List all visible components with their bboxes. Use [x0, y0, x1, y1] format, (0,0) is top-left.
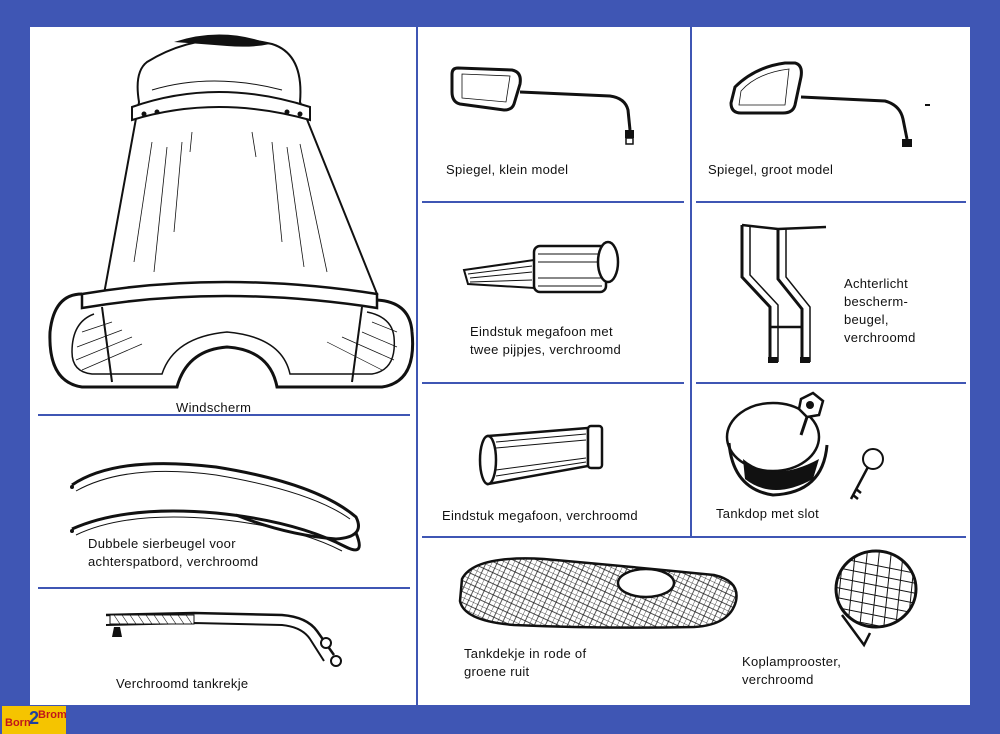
divider-bottom — [422, 536, 966, 538]
caption-windscherm: Windscherm — [176, 399, 251, 417]
caption-line: Windscherm — [176, 400, 252, 415]
caption-koplamp: Koplamprooster, verchroomd — [742, 653, 841, 689]
divider-vertical-right — [690, 27, 692, 537]
divider-left-1 — [38, 414, 410, 416]
fender-trim-illustration — [70, 447, 376, 557]
headlamp-grille-illustration — [824, 545, 924, 650]
born2brom-logo: Born 2 Brom — [2, 706, 66, 734]
caption-line: twee pijpjes, verchroomd — [470, 342, 621, 357]
caption-eindstuk-twee: Eindstuk megafoon met twee pijpjes, verc… — [470, 323, 621, 359]
caption-eindstuk: Eindstuk megafoon, verchroomd — [442, 507, 638, 525]
caption-line: Tankdop met slot — [716, 506, 820, 521]
mirror-small-illustration — [450, 62, 634, 152]
divider-mid-2 — [422, 382, 684, 384]
exhaust-illustration — [478, 422, 608, 497]
caption-line: Achterlicht — [844, 276, 908, 291]
rear-light-guard-illustration — [730, 217, 840, 363]
divider-left-2 — [38, 587, 410, 589]
divider-right-2 — [696, 382, 966, 384]
caption-line: beugel, — [844, 312, 889, 327]
divider-right-1 — [696, 201, 966, 203]
exhaust-twin-illustration — [462, 232, 622, 307]
caption-line: verchroomd — [844, 330, 916, 345]
caption-line: Spiegel, klein model — [446, 162, 569, 177]
caption-line: groene ruit — [464, 664, 530, 679]
caption-line: Tankdekje in rode of — [464, 646, 587, 661]
windscreen-illustration — [42, 34, 412, 397]
mirror-large-illustration — [725, 57, 950, 147]
caption-sierbeugel: Dubbele sierbeugel voor achterspatbord, … — [88, 535, 258, 571]
fuel-cap-illustration — [723, 389, 908, 509]
caption-tankdop: Tankdop met slot — [716, 505, 819, 523]
caption-line: Dubbele sierbeugel voor — [88, 536, 236, 551]
caption-line: Eindstuk megafoon met — [470, 324, 613, 339]
caption-line: verchroomd — [742, 672, 814, 687]
caption-spiegel-groot: Spiegel, groot model — [708, 161, 833, 179]
caption-line: Koplamprooster, — [742, 654, 842, 669]
caption-line: achterspatbord, verchroomd — [88, 554, 259, 569]
divider-mid-1 — [422, 201, 684, 203]
caption-achterlicht: Achterlicht bescherm- beugel, verchroomd — [844, 275, 916, 347]
tank-rack-illustration — [102, 609, 352, 669]
caption-line: Verchroomd tankrekje — [116, 676, 249, 691]
caption-tankrekje: Verchroomd tankrekje — [116, 675, 248, 693]
logo-text-number: 2 — [29, 708, 39, 728]
catalog-sheet: Windscherm Spiegel, klein model Spiegel,… — [30, 27, 970, 705]
logo-text-bottom: Brom — [38, 709, 66, 721]
caption-line: bescherm- — [844, 294, 909, 309]
caption-line: Eindstuk megafoon, verchroomd — [442, 508, 638, 523]
caption-line: Spiegel, groot model — [708, 162, 834, 177]
tank-cover-illustration — [454, 549, 744, 639]
caption-tankdekje: Tankdekje in rode of groene ruit — [464, 645, 586, 681]
logo-text-top: Born — [5, 717, 31, 729]
caption-spiegel-klein: Spiegel, klein model — [446, 161, 568, 179]
divider-vertical-left — [416, 27, 418, 705]
